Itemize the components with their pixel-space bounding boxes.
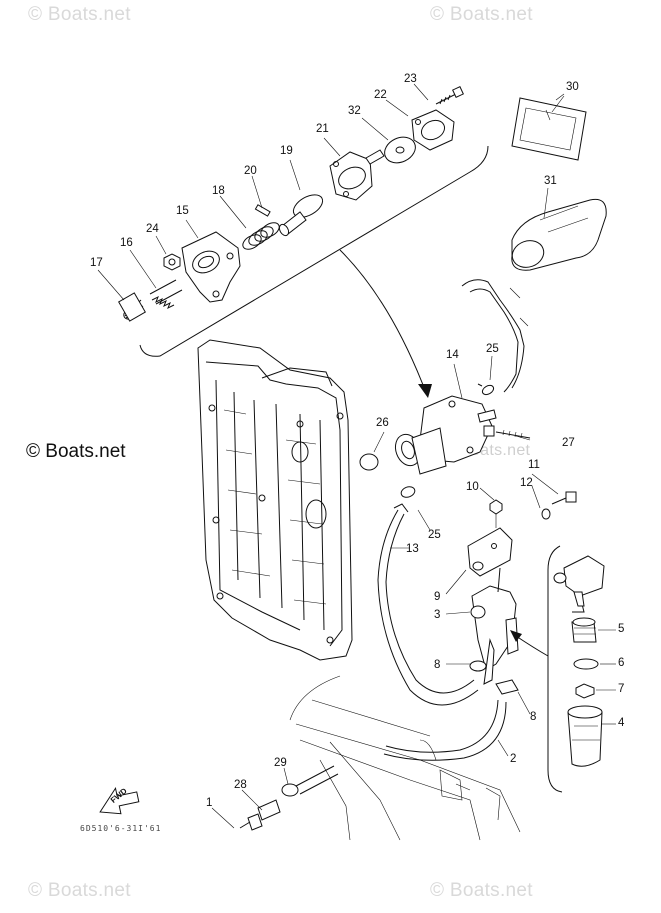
part-26-oring (359, 453, 379, 471)
callout-27: 27 (562, 437, 575, 449)
part-6-oring (573, 658, 599, 670)
callout-14: 14 (446, 349, 459, 361)
watermark-top-left: © Boats.net (28, 4, 131, 25)
part-20-pin (254, 204, 271, 217)
part-13-hose (377, 503, 479, 706)
callout-21: 21 (316, 123, 329, 135)
assembly-arrow-head (418, 384, 432, 398)
part-21-body (329, 149, 385, 201)
callout-4: 4 (618, 717, 625, 729)
part-4-bowl (567, 705, 603, 767)
inset-bracket (547, 545, 563, 793)
callout-17: 17 (90, 257, 103, 269)
callout-5: 5 (618, 623, 625, 635)
diagram-code: 6D510'6-31I'61 (80, 824, 162, 833)
callout-9: 9 (434, 591, 441, 603)
watermark-bottom-left: © Boats.net (28, 880, 131, 901)
callout-30: 30 (566, 81, 579, 93)
part-17-cap (118, 292, 146, 322)
lower-casing (289, 675, 521, 841)
part-12-washer (541, 508, 551, 520)
callout-12: 12 (520, 477, 533, 489)
part-25-clip-upper (477, 383, 495, 396)
callout-28: 28 (234, 779, 247, 791)
part-9-bracket (467, 527, 513, 577)
part-25-clip-lower (400, 486, 416, 498)
callout-24: 24 (146, 223, 159, 235)
callout-18: 18 (212, 185, 225, 197)
callout-8-right: 8 (530, 711, 537, 723)
part-19-plunger (278, 194, 324, 237)
cylinder-head (197, 339, 353, 661)
callout-23: 23 (404, 73, 417, 85)
watermark-top-right: © Boats.net (430, 4, 533, 25)
part-24-nut (163, 253, 181, 271)
watermark-bottom-right: © Boats.net (430, 880, 533, 901)
part-8-clip-right (495, 679, 519, 695)
callout-32: 32 (348, 105, 361, 117)
callout-25-upper: 25 (486, 343, 499, 355)
assembly-bracket (139, 145, 489, 357)
part-16-spring (149, 279, 183, 310)
callout-31: 31 (544, 175, 557, 187)
part-5-element (571, 617, 597, 643)
part-10-nut (489, 499, 503, 528)
callout-10: 10 (466, 481, 479, 493)
callout-26: 26 (376, 417, 389, 429)
part-27-bolt (483, 425, 531, 439)
watermark-middle-left: © Boats.net (26, 441, 126, 462)
part-8-clip-left (469, 660, 487, 672)
callout-6: 6 (618, 657, 625, 669)
callout-3: 3 (434, 609, 441, 621)
callout-13: 13 (406, 543, 419, 555)
inset-arrow-line (515, 635, 549, 657)
callout-1: 1 (206, 797, 213, 809)
part-11-bolt (551, 491, 577, 505)
part-15-housing (181, 231, 241, 303)
callout-15: 15 (176, 205, 189, 217)
callout-7: 7 (618, 683, 625, 695)
hose-stub (295, 765, 339, 795)
part-23-screw (435, 86, 464, 105)
callout-2: 2 (510, 753, 517, 765)
callout-11: 11 (528, 459, 540, 471)
part-30-card (511, 93, 587, 161)
callout-22: 22 (374, 89, 387, 101)
part-18-spring (242, 222, 280, 250)
part-22-cover (411, 109, 455, 151)
callout-25-lower: 25 (428, 529, 441, 541)
part-29-clip (281, 783, 299, 797)
callout-20: 20 (244, 165, 257, 177)
part-7-nut (575, 683, 595, 699)
fwd-arrow-icon (99, 786, 140, 815)
callout-19: 19 (280, 145, 293, 157)
part-28-fitting (239, 799, 281, 831)
leader-lines (97, 83, 616, 829)
hose-upper (461, 279, 529, 393)
callout-29: 29 (274, 757, 287, 769)
assembly-arrow-line (339, 249, 426, 391)
part-14-fuel-pump (394, 395, 497, 475)
inset-arrow-head (510, 630, 522, 642)
part-32-diaphragm (384, 136, 416, 164)
part-31-sleeve (511, 198, 607, 271)
inset-filter-head (553, 555, 605, 613)
part-2-hose (383, 699, 507, 761)
callout-16: 16 (120, 237, 133, 249)
callout-8-left: 8 (434, 659, 441, 671)
part-3-fuel-filter (470, 567, 519, 685)
